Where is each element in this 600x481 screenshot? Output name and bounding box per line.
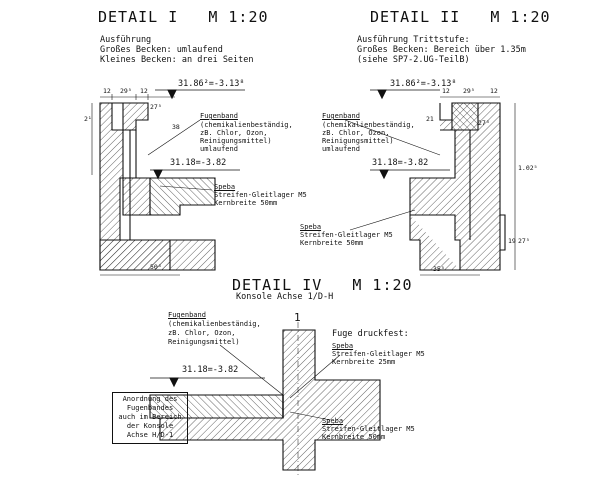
detail4-fugenband-line-3: Reinigungsmittel)	[168, 338, 240, 346]
detail1-speba-line-1: Streifen-Gleitlager M5	[214, 191, 307, 199]
detail4-fugenband-title: Fugenband	[168, 311, 206, 319]
detail2-fugenband-line-1: (chemikalienbeständig,	[322, 121, 415, 129]
detail2-speba-line-2: Kernbreite 50mm	[300, 239, 364, 247]
detail4-speba1-title: Speba	[332, 342, 354, 350]
detail1-level-mid: 31.18=-3.82	[170, 158, 227, 168]
detail4-fuge-label: Fuge druckfest:	[332, 329, 409, 339]
detail1-dim: 12	[103, 87, 111, 95]
detail4-speba2-line-2: Kernbreite 50mm	[322, 433, 386, 441]
detail2-fugenband-title: Fugenband	[322, 112, 360, 120]
detail1-fugenband-line-3: Reinigungsmittel)	[200, 137, 272, 145]
detail1-speba-title: Speba	[214, 183, 236, 191]
detail1-fugenband-line-4: umlaufend	[200, 145, 238, 153]
detail4-fugenband-line-2: zB. Chlor, Ozon,	[168, 329, 236, 337]
detail1-dim: 38	[172, 123, 180, 131]
detail2-speba-line-1: Streifen-Gleitlager M5	[300, 231, 393, 239]
detail4-axis-label: 1	[294, 311, 301, 324]
detail1-dim: 29⁵	[120, 87, 132, 95]
detail1-fugenband-title: Fugenband	[200, 112, 238, 120]
detail2-dim: 29⁵	[463, 87, 475, 95]
detail4-speba1-line-2: Kernbreite 25mm	[332, 358, 396, 366]
detail2-section	[344, 89, 516, 276]
detail2-dim: 21	[426, 115, 434, 123]
detail1-note-3: Kleines Becken: an drei Seiten	[100, 55, 254, 65]
detail4-box-line: Fugenbandes	[126, 404, 174, 412]
detail2-speba-title: Speba	[300, 223, 322, 231]
detail2-dim: 12	[442, 87, 450, 95]
detail2-title: DETAIL II M 1:20	[370, 8, 551, 26]
detail4-note-box: Anordnung des Fugenbandes auch im Bereic…	[112, 392, 188, 444]
detail2-level-mid: 31.18=-3.82	[372, 158, 429, 168]
detail1-dim: 12	[140, 87, 148, 95]
detail2-note-3: (siehe SP7-2.UG-TeilB)	[357, 55, 470, 65]
detail4-level: 31.18=-3.82	[182, 365, 239, 375]
detail4-subtitle: Konsole Achse 1/D-H	[236, 292, 334, 302]
detail1-dim: 50⁵	[150, 263, 162, 271]
detail2-dim: 27⁵	[518, 237, 530, 245]
detail4-box-line: Achse H/D-1	[126, 431, 174, 439]
detail1-level-top: 31.86²=-3.13⁸	[178, 79, 245, 89]
detail2-note-2: Großes Becken: Bereich über 1.35m	[357, 45, 526, 55]
detail4-speba2-line-1: Streifen-Gleitlager M5	[322, 425, 415, 433]
detail4-speba2-title: Speba	[322, 417, 344, 425]
detail2-dim: 19	[508, 237, 516, 245]
detail1-note-2: Großes Becken: umlaufend	[100, 45, 223, 55]
detail2-dim: 1.02⁵	[518, 164, 538, 172]
detail2-note-1: Ausführung Trittstufe:	[357, 35, 470, 45]
detail1-fugenband-line-2: zB. Chlor, Ozon,	[200, 129, 268, 137]
detail2-dim: 12	[490, 87, 498, 95]
detail4-title: DETAIL IV M 1:20	[232, 276, 413, 294]
detail1-speba-line-2: Kernbreite 50mm	[214, 199, 278, 207]
detail4-box-line: der Konsole	[126, 422, 174, 430]
detail1-fugenband-line-1: (chemikalienbeständig,	[200, 121, 293, 129]
detail4-box-line: auch im Bereich	[118, 413, 182, 421]
detail4-fugenband-line-1: (chemikalienbeständig,	[168, 320, 261, 328]
detail2-fugenband-line-3: Reinigungsmittel)	[322, 137, 394, 145]
detail2-level-top: 31.86²=-3.13⁸	[390, 79, 457, 89]
detail2-dim: 27⁵	[478, 119, 490, 127]
detail1-dim: 27⁵	[150, 103, 162, 111]
detail1-section	[91, 89, 245, 276]
detail2-fugenband-line-2: zB. Chlor, Ozon,	[322, 129, 390, 137]
detail1-title: DETAIL I M 1:20	[98, 8, 269, 26]
detail2-dim: 35⁵	[433, 265, 445, 273]
detail4-speba1-line-1: Streifen-Gleitlager M5	[332, 350, 425, 358]
detail4-box-line: Anordnung des	[122, 395, 178, 403]
detail1-note-1: Ausführung	[100, 35, 152, 45]
detail1-dim: 2¹	[84, 115, 92, 123]
detail4-section	[149, 322, 381, 478]
detail2-fugenband-line-4: umlaufend	[322, 145, 360, 153]
